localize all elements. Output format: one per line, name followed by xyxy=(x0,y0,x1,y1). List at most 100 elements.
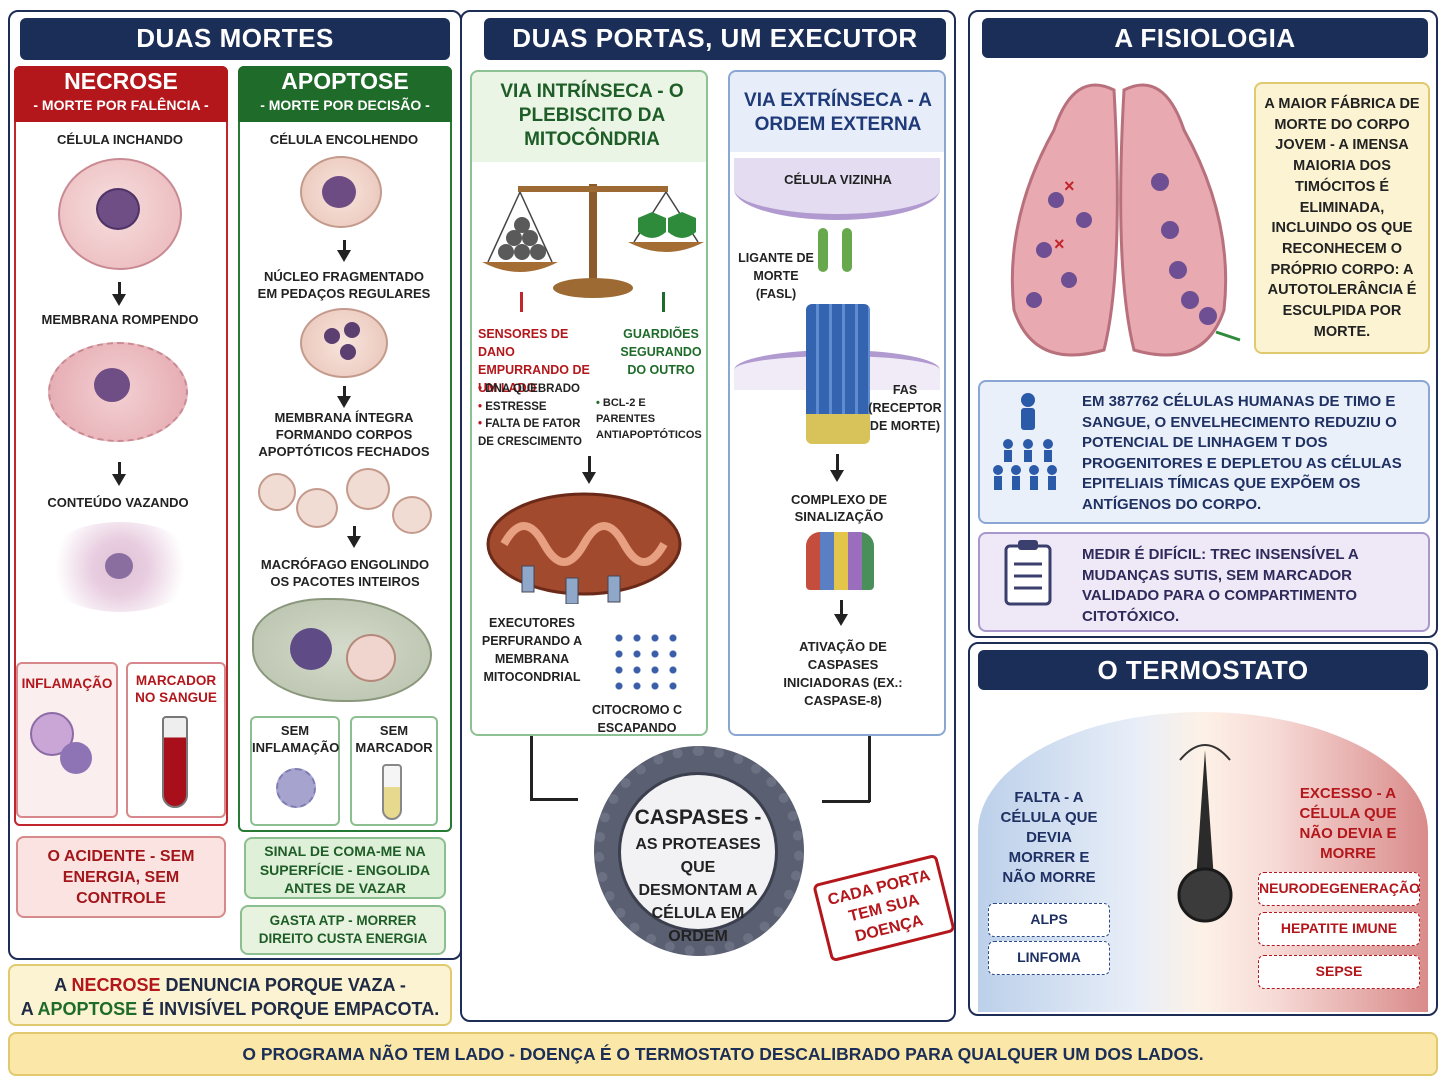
shield-icon-1 xyxy=(638,212,666,238)
extrinseca-neighbor: CÉLULA VIZINHA xyxy=(784,172,892,187)
nucleus-fragment-1 xyxy=(324,328,340,344)
clipboard-icon xyxy=(1004,540,1052,606)
balance-scale-icon xyxy=(482,184,704,298)
thymus-left-lobe xyxy=(1010,83,1119,357)
extrinseca-arrow2 xyxy=(834,600,848,626)
apoptose-fragmented-cell xyxy=(300,308,388,378)
ligand-right xyxy=(842,228,852,272)
intrinseca-title: VIA INTRÍNSECA - O PLEBISCITO DA MITOCÔN… xyxy=(500,81,684,150)
header-duas-portas: DUAS PORTAS, UM EXECUTOR xyxy=(484,18,946,60)
excesso-item-sepse: SEPSE xyxy=(1258,955,1420,989)
intrinseca-guardians: GUARDIÕES SEGURANDO DO OUTRO xyxy=(620,327,702,377)
necrose-arrow2 xyxy=(112,462,126,486)
study-text: EM 387762 CÉLULAS HUMANAS DE TIMO E SANG… xyxy=(1082,393,1402,513)
caspases-title: CASPASES - xyxy=(634,806,762,829)
necrose-header: NECROSE - MORTE POR FALÊNCIA - xyxy=(14,66,228,122)
apoptose-arrow1 xyxy=(337,240,351,262)
clear-tube-icon xyxy=(382,764,402,820)
apoptose-subtitle: - MORTE POR DECISÃO - xyxy=(260,97,430,113)
apoptose-out1: SEM INFLAMAÇÃO xyxy=(252,723,340,755)
scale-beam xyxy=(518,186,668,192)
population-icon xyxy=(993,393,1057,490)
thermostat-needle xyxy=(1177,744,1233,923)
apoptotic-body-3 xyxy=(346,468,390,510)
apoptose-step2: NÚCLEO FRAGMENTADO EM PEDAÇOS REGULARES xyxy=(257,269,431,301)
down-arrow-red xyxy=(520,292,523,312)
thymus-illustration: × × xyxy=(1010,83,1241,357)
connector-left-h xyxy=(530,798,578,801)
apoptose-out2: SEM MARCADOR xyxy=(355,723,433,755)
ligand-left xyxy=(818,228,828,272)
extrinseca-title: VIA EXTRÍNSECA - A ORDEM EXTERNA xyxy=(744,90,932,135)
apoptose-arrow3 xyxy=(347,526,361,548)
necrose-step3: CONTEÚDO VAZANDO xyxy=(47,495,189,510)
macrophage-nucleus xyxy=(290,628,332,670)
apoptose-step1: CÉLULA ENCOLHENDO xyxy=(269,132,419,147)
extrinseca-arrow1 xyxy=(830,454,844,482)
bottom-banner: O PROGRAMA NÃO TEM LADO - DOENÇA É O TER… xyxy=(8,1032,1438,1076)
apoptose-title: APOPTOSE xyxy=(281,68,409,94)
extrinseca-ligand: LIGANTE DE MORTE (FASL) xyxy=(738,251,814,301)
scale-post xyxy=(589,184,597,284)
apoptose-summary2: GASTA ATP - MORRER DIREITO CUSTA ENERGIA xyxy=(240,905,446,955)
caspases-gear-face xyxy=(618,772,778,932)
necrose-nucleus2 xyxy=(94,368,130,402)
intrinseca-cytochrome: CITOCROMO C ESCAPANDO xyxy=(591,703,683,735)
nucleus-fragment-2 xyxy=(344,322,360,338)
study-box xyxy=(978,380,1430,524)
apoptose-step4: MACRÓFAGO ENGOLINDO OS PACOTES INTEIROS xyxy=(260,557,430,589)
scale-base xyxy=(553,278,633,298)
connector-right-h xyxy=(822,800,870,803)
header-duas-mortes: DUAS MORTES xyxy=(20,18,450,60)
neighbor-cell-membrane xyxy=(734,158,940,220)
fas-receptor-cluster xyxy=(806,304,870,444)
apoptose-step3: MEMBRANA ÍNTEGRA FORMANDO CORPOS APOPTÓT… xyxy=(258,410,430,459)
excesso-item-hepatite: HEPATITE IMUNE xyxy=(1258,912,1420,946)
falta-item-linfoma: LINFOMA xyxy=(988,941,1110,975)
executor-pore-3 xyxy=(607,575,621,603)
macrophage xyxy=(252,598,432,702)
via-intrinseca-box xyxy=(470,70,708,736)
footer-necrose-word: NECROSE xyxy=(71,975,161,995)
necrose-arrow1 xyxy=(112,282,126,306)
extrinseca-complex: COMPLEXO DE SINALIZAÇÃO xyxy=(790,492,888,524)
measure-box xyxy=(978,532,1430,632)
intrinseca-sensors: SENSORES DE DANO EMPURRANDO DE UM LADO xyxy=(478,327,590,395)
connector-right xyxy=(868,736,871,802)
left-pan xyxy=(482,262,558,272)
necrose-summary: O ACIDENTE - SEM ENERGIA, SEM CONTROLE xyxy=(16,836,226,918)
apoptose-nucleus xyxy=(322,176,356,208)
sensor-list: • DNA QUEBRADO • ESTRESSE • FALTA DE FAT… xyxy=(478,383,582,448)
inflammation-cell2 xyxy=(60,742,92,774)
svg-text:×: × xyxy=(1064,176,1075,196)
svg-text:×: × xyxy=(1054,234,1065,254)
apoptotic-body-2 xyxy=(296,488,338,528)
connector-left xyxy=(530,736,533,798)
cytochrome-dots xyxy=(610,630,680,690)
right-pan xyxy=(628,242,704,252)
falta-item-alps: ALPS xyxy=(988,903,1110,937)
nucleus-fragment-3 xyxy=(340,344,356,360)
intrinseca-arrow xyxy=(582,456,596,484)
blood-tube-icon xyxy=(162,716,188,808)
intrinseca-executors: EXECUTORES PERFURANDO A MEMBRANA MITOCON… xyxy=(481,616,583,684)
necrose-step1: CÉLULA INCHANDO xyxy=(57,132,183,147)
necrose-subtitle: - MORTE POR FALÊNCIA - xyxy=(33,97,209,113)
footer-apoptose-word: APOPTOSE xyxy=(37,999,138,1019)
necrose-out1: INFLAMAÇÃO xyxy=(21,676,113,691)
necrose-step2: MEMBRANA ROMPENDO xyxy=(41,312,199,327)
thymus-note: A MAIOR FÁBRICA DE MORTE DO CORPO JOVEM … xyxy=(1254,82,1430,354)
falta-text: FALTA - A CÉLULA QUE DEVIA MORRER E NÃO … xyxy=(1000,789,1098,886)
necrose-out2: MARCADOR NO SANGUE xyxy=(135,673,217,705)
executor-pore-1 xyxy=(521,565,535,593)
apoptose-arrow2 xyxy=(337,386,351,408)
necrose-nucleus xyxy=(96,188,140,230)
down-arrow-green xyxy=(662,292,665,312)
signaling-complex-icon xyxy=(806,532,874,590)
extrinseca-fas: FAS (RECEPTOR DE MORTE) xyxy=(868,383,942,433)
necrose-title: NECROSE xyxy=(64,68,178,94)
thymus-right-lobe xyxy=(1119,83,1228,357)
apoptotic-body-4 xyxy=(392,496,432,534)
executor-pore-2 xyxy=(565,577,579,604)
measure-text: MEDIR É DIFÍCIL: TREC INSENSÍVEL A MUDAN… xyxy=(1082,546,1359,625)
